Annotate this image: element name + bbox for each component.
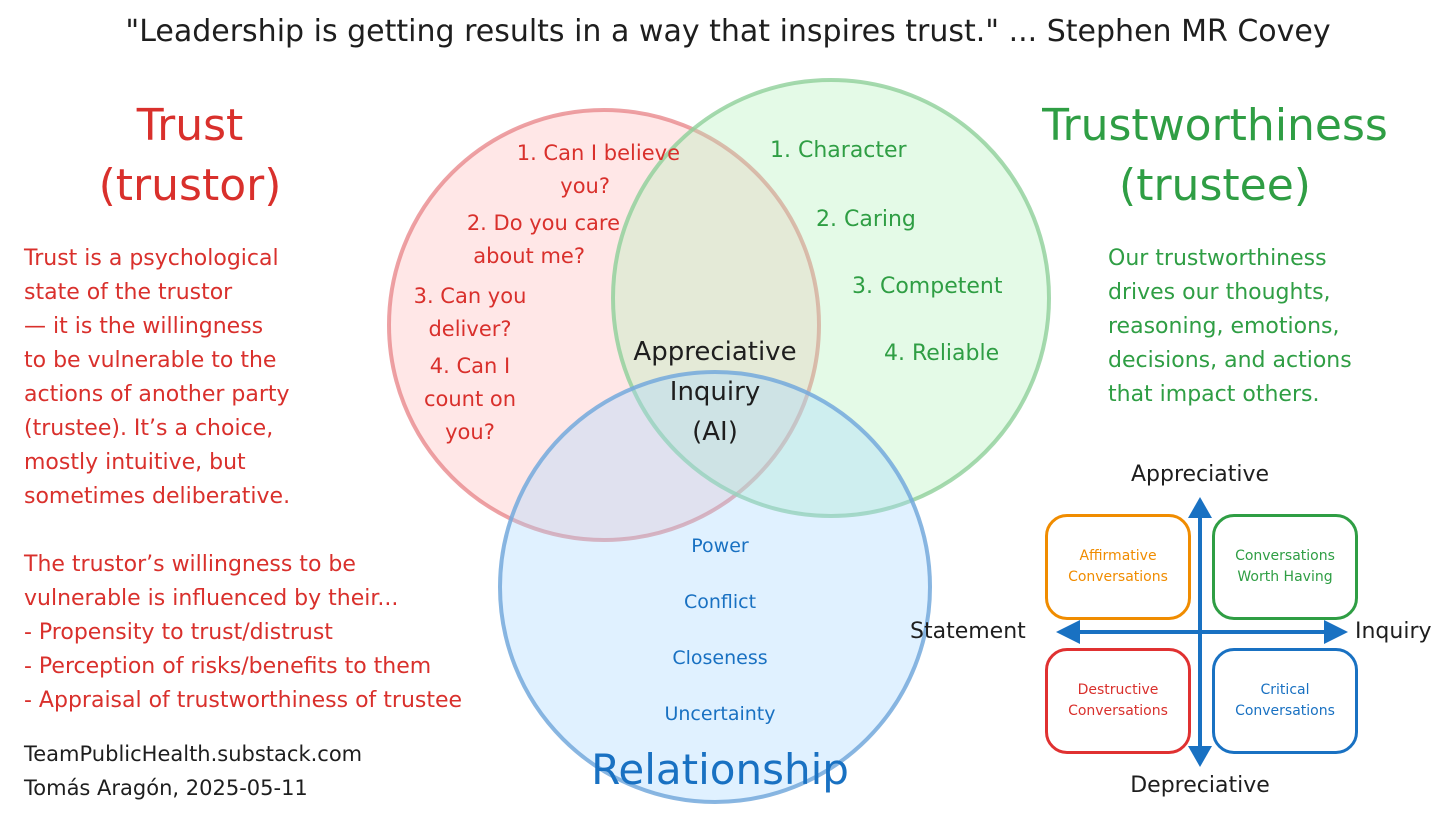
text-line: (AI) (692, 417, 738, 447)
text-line: Conversations (1235, 548, 1335, 564)
relationship-item: Conflict (683, 591, 757, 613)
text-line: decisions, and actions (1108, 348, 1352, 373)
text-line: Conversations (1235, 703, 1335, 719)
quadrant-worth-having: Conversations Worth Having (1212, 514, 1358, 620)
trust-questions: 1. Can I believe you? 2. Do you care abo… (400, 137, 690, 273)
relationship-items: Power Conflict Closeness Uncertainty (620, 518, 820, 742)
question: deliver? (428, 317, 512, 341)
trustworthiness-subtitle: (trustee) (1119, 160, 1311, 211)
trust-questions-lower: 3. Can you deliver? 4. Can I count on yo… (400, 280, 540, 449)
axis-label-left: Statement (910, 619, 1026, 644)
question: count on (423, 387, 517, 411)
axis-label-right: Inquiry (1355, 619, 1432, 644)
relationship-circle (498, 370, 932, 804)
text-line: vulnerable is influenced by their... (24, 586, 399, 611)
axis-label-bottom: Depreciative (1130, 773, 1270, 798)
text-line: sometimes deliberative. (24, 484, 291, 509)
arrow-down-icon (1188, 746, 1212, 767)
text-line: actions of another party (24, 382, 290, 407)
trustworthiness-item: 3. Competent (852, 274, 1003, 299)
text-line: Worth Having (1237, 569, 1333, 585)
question: you? (445, 420, 495, 444)
text-line: Critical (1260, 682, 1310, 698)
question: you? (560, 174, 610, 198)
footer: TeamPublicHealth.substack.com Tomás Arag… (24, 737, 362, 805)
quadrant-axes (1056, 497, 1348, 767)
quadrant-critical: Critical Conversations (1212, 648, 1358, 754)
text-line: Conversations (1068, 703, 1168, 719)
text-line: Affirmative (1079, 548, 1157, 564)
text-line: Our trustworthiness (1108, 246, 1327, 271)
text-line: Appreciative (633, 337, 797, 367)
trust-circle (387, 108, 821, 542)
relationship-title: Relationship (591, 745, 849, 794)
text-line: state of the trustor (24, 280, 233, 305)
trust-title: Trust (136, 100, 244, 151)
arrow-left-icon (1056, 620, 1080, 644)
trustworthiness-item: 1. Character (770, 138, 907, 163)
relationship-item: Uncertainty (664, 703, 776, 725)
arrow-right-icon (1324, 620, 1348, 644)
text-line: Conversations (1068, 569, 1168, 585)
text-line: to be vulnerable to the (24, 348, 277, 373)
trust-subtitle: (trustor) (98, 160, 282, 211)
question: 4. Can I (429, 354, 511, 378)
question: about me? (473, 244, 585, 268)
trust-influences: The trustor’s willingness to be vulnerab… (24, 548, 462, 718)
text-line: mostly intuitive, but (24, 450, 246, 475)
text-line: that impact others. (1108, 382, 1320, 407)
center-label: Appreciative Inquiry (AI) (590, 332, 840, 452)
relationship-item: Power (691, 535, 749, 557)
text-line: - Perception of risks/benefits to them (24, 654, 432, 679)
trustworthiness-item: 4. Reliable (884, 341, 1000, 366)
axis-label-top: Appreciative (1130, 462, 1270, 487)
text-line: drives our thoughts, (1108, 280, 1331, 305)
quadrant-affirmative: Affirmative Conversations (1045, 514, 1191, 620)
text-line: — it is the willingness (24, 314, 264, 339)
footer-author-date: Tomás Aragón, 2025-05-11 (24, 776, 308, 800)
text-line: (trustee). It’s a choice, (24, 416, 274, 441)
relationship-item: Closeness (672, 647, 768, 669)
trustworthiness-description: Our trustworthiness drives our thoughts,… (1108, 242, 1352, 412)
question: 3. Can you (413, 284, 527, 308)
footer-site: TeamPublicHealth.substack.com (24, 742, 363, 766)
quadrant-destructive: Destructive Conversations (1045, 648, 1191, 754)
text-line: Inquiry (669, 377, 761, 407)
text-line: reasoning, emotions, (1108, 314, 1340, 339)
text-line: Trust is a psychological (24, 246, 279, 271)
trustworthiness-circle (611, 78, 1051, 518)
text-line: Destructive (1077, 682, 1159, 698)
question: 2. Do you care (466, 211, 620, 235)
trust-definition: Trust is a psychological state of the tr… (24, 242, 290, 514)
text-line: - Appraisal of trustworthiness of truste… (24, 688, 463, 713)
trustworthiness-title: Trustworthiness (1042, 100, 1388, 151)
quote: "Leadership is getting results in a way … (125, 14, 1331, 49)
arrow-up-icon (1188, 497, 1212, 518)
text-line: - Propensity to trust/distrust (24, 620, 333, 645)
question: 1. Can I believe (516, 141, 680, 165)
text-line: The trustor’s willingness to be (24, 552, 356, 577)
trustworthiness-item: 2. Caring (816, 207, 916, 232)
